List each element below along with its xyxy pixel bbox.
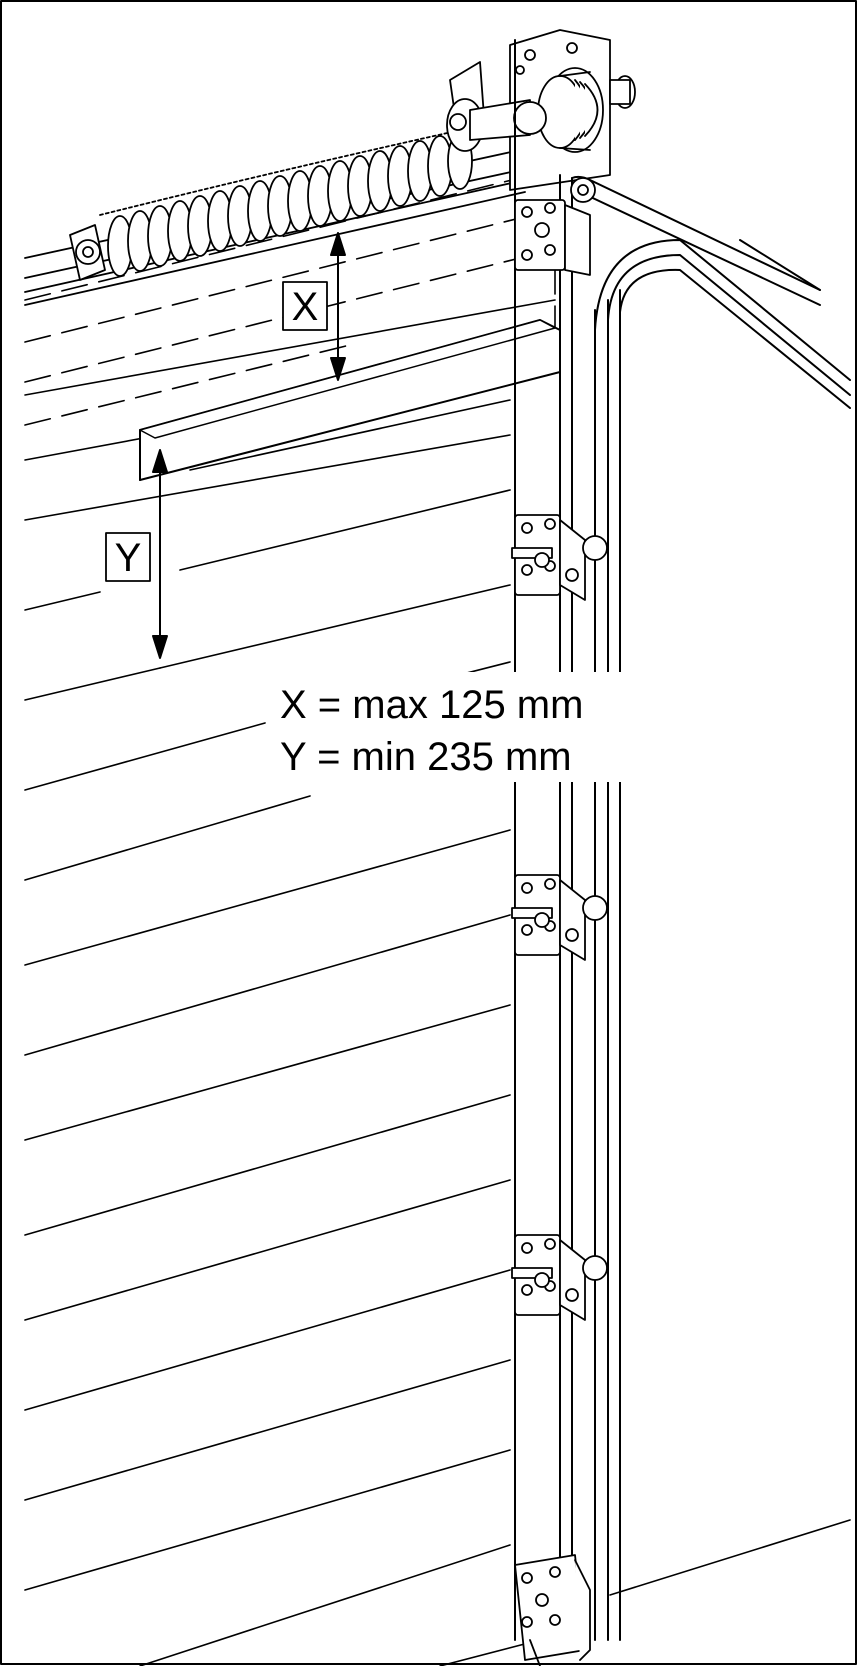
- spec-text-block: X = max 125 mm Y = min 235 mm: [270, 672, 630, 782]
- label-box-x: X: [282, 281, 328, 331]
- spring-coils: [107, 132, 473, 277]
- dimension-x: [330, 232, 346, 381]
- bottom-bracket: [514, 1554, 591, 1666]
- dimension-y: [152, 449, 168, 659]
- label-box-y: Y: [105, 532, 151, 582]
- spec-y: Y = min 235 mm: [280, 735, 572, 779]
- hinge-bracket-3: [511, 1234, 608, 1321]
- spec-x: X = max 125 mm: [280, 683, 583, 727]
- top-panel-bar: [139, 319, 561, 481]
- label-y: Y: [115, 536, 142, 580]
- torsion-spring-assembly: [24, 127, 526, 306]
- label-x: X: [292, 285, 319, 329]
- hinge-bracket-2: [511, 874, 608, 961]
- spring-end-cone: [69, 224, 106, 281]
- top-roller-bracket: [514, 177, 596, 276]
- hinge-bracket-1: [511, 514, 608, 601]
- cable-drum: [537, 67, 636, 153]
